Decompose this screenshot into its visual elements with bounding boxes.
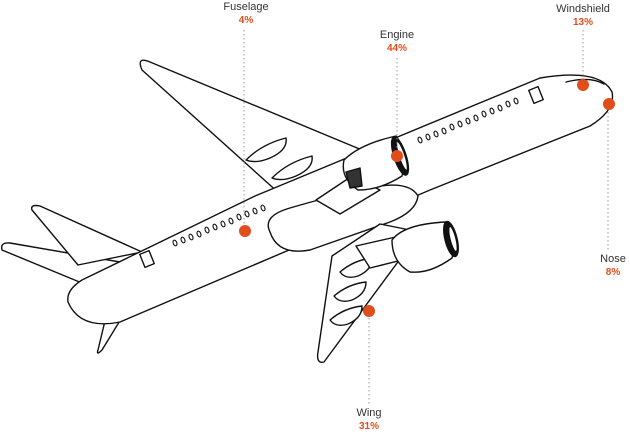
upper-flap-fairing-2 bbox=[271, 155, 313, 181]
fuselage-name: Fuselage bbox=[223, 1, 269, 13]
wing-root-fairing bbox=[267, 184, 419, 252]
windshield-value: 13% bbox=[572, 17, 593, 28]
cockpit-window-line bbox=[565, 78, 605, 85]
front-door bbox=[528, 85, 544, 105]
lower-flap-fairing-1 bbox=[339, 257, 373, 279]
lower-engine-nacelle bbox=[391, 221, 455, 273]
vertical-tail bbox=[30, 204, 143, 266]
engine-label: Engine 44% bbox=[342, 28, 452, 56]
fuselage-label: Fuselage 4% bbox=[191, 0, 301, 28]
nose-label: Nose 8% bbox=[558, 252, 630, 280]
lower-flap-fairing-2 bbox=[333, 281, 367, 303]
wing-label: Wing 31% bbox=[314, 406, 424, 434]
engine-marker bbox=[391, 150, 403, 162]
nose-value: 8% bbox=[605, 267, 621, 278]
fuselage-value: 4% bbox=[238, 15, 254, 26]
windshield-label: Windshield 13% bbox=[528, 2, 630, 30]
windshield-marker bbox=[577, 79, 589, 91]
callout-markers bbox=[239, 30, 615, 404]
fuselage-marker bbox=[239, 225, 251, 237]
rear-window-row bbox=[172, 204, 266, 247]
upper-engine-exhaust bbox=[345, 167, 363, 189]
lower-flap-fairing-3 bbox=[329, 305, 363, 327]
upper-flap-fairing-1 bbox=[245, 137, 287, 163]
engine-name: Engine bbox=[379, 29, 415, 41]
airplane-illustration bbox=[0, 59, 614, 363]
windshield-name: Windshield bbox=[556, 3, 610, 15]
wing-value: 31% bbox=[358, 421, 379, 432]
nose-marker bbox=[603, 98, 615, 110]
rear-door bbox=[139, 249, 155, 269]
front-window-row bbox=[417, 97, 519, 144]
engine-value: 44% bbox=[386, 43, 407, 54]
nose-name: Nose bbox=[600, 253, 626, 265]
wing-name: Wing bbox=[356, 407, 382, 419]
wing-marker bbox=[363, 305, 375, 317]
lower-engine-fan bbox=[448, 225, 458, 253]
